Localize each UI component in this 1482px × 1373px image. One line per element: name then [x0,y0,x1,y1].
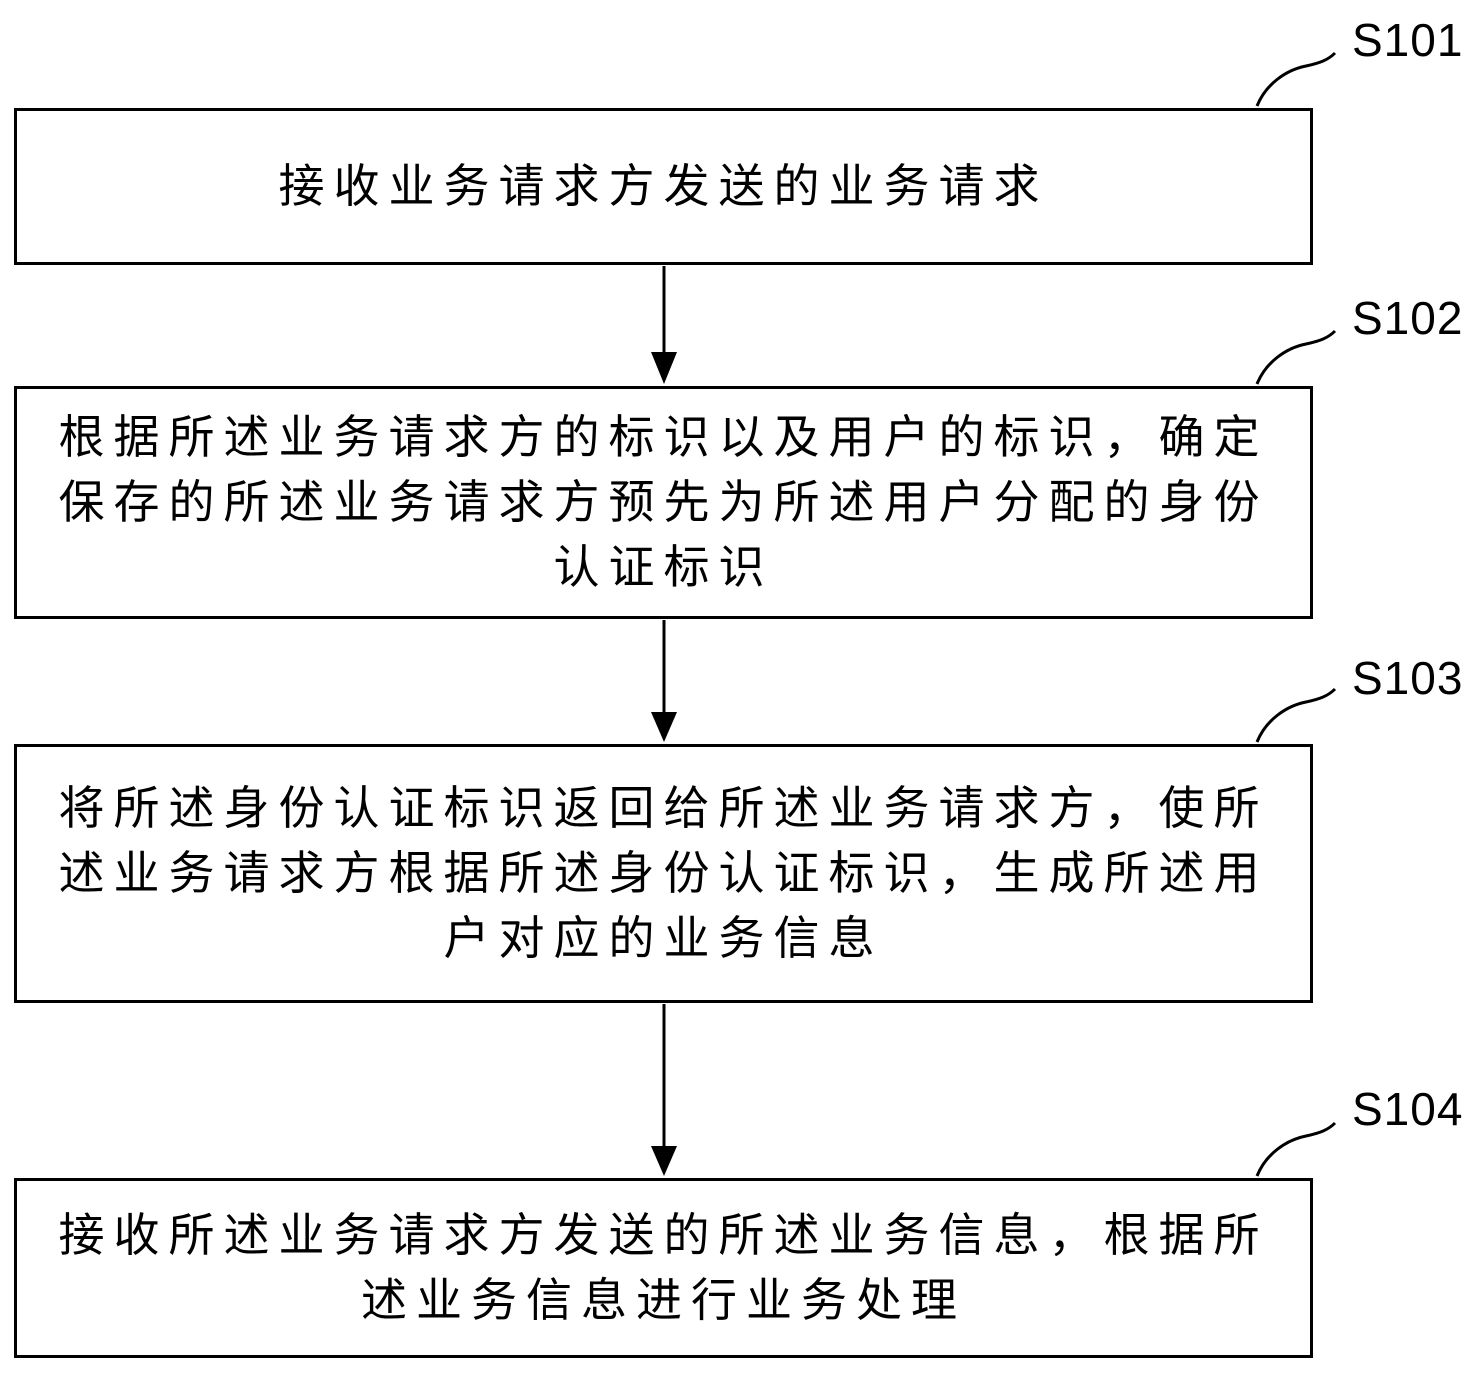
leader-s102 [1255,329,1337,385]
step-label-s103: S103 [1352,652,1464,704]
arrowhead-s104 [651,1146,677,1176]
arrowhead-s103 [651,712,677,742]
leader-s103 [1255,687,1337,743]
arrowhead-s102 [651,352,677,384]
step-text-s103: 将所述身份认证标识返回给所述业务请求方，使所述业务请求方根据所述身份认证标识，生… [58,781,1269,965]
step-label-s102: S102 [1352,292,1464,344]
leader-s104 [1255,1121,1337,1177]
step-box-s104: 接收所述业务请求方发送的所述业务信息，根据所述业务信息进行业务处理 [14,1178,1313,1358]
step-text-s101: 接收业务请求方发送的业务请求 [278,159,1049,213]
step-text-s102: 根据所述业务请求方的标识以及用户的标识，确定保存的所述业务请求方预先为所述用户分… [58,410,1269,594]
step-text-s104: 接收所述业务请求方发送的所述业务信息，根据所述业务信息进行业务处理 [58,1208,1269,1327]
leader-s101 [1255,51,1337,107]
step-label-s101: S101 [1352,14,1464,66]
step-label-s104: S104 [1352,1083,1464,1135]
step-box-s101: 接收业务请求方发送的业务请求 [14,108,1313,265]
step-box-s103: 将所述身份认证标识返回给所述业务请求方，使所述业务请求方根据所述身份认证标识，生… [14,744,1313,1003]
step-box-s102: 根据所述业务请求方的标识以及用户的标识，确定保存的所述业务请求方预先为所述用户分… [14,386,1313,619]
